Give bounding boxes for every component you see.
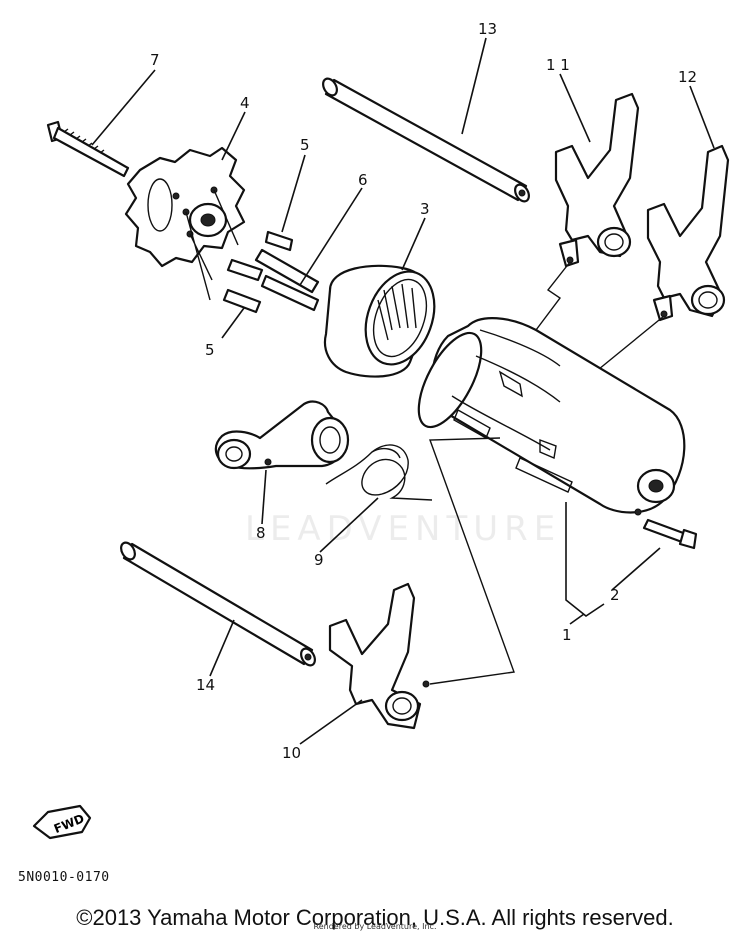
leader-7 xyxy=(91,69,156,146)
alignment-lines xyxy=(185,189,239,301)
leader-5-bottom xyxy=(221,307,245,339)
callout-13: 13 xyxy=(478,20,497,38)
part-7-bolt xyxy=(46,120,130,178)
callout-7: 7 xyxy=(150,51,160,69)
rendered-by-notice: Rendered by LeadVenture, Inc. xyxy=(313,922,437,931)
leader-11 xyxy=(559,73,591,143)
leader-9 xyxy=(319,497,379,553)
callout-11: 1 1 xyxy=(546,56,570,74)
leader-14 xyxy=(209,619,235,677)
fork-11-link xyxy=(529,261,571,339)
bracket-1 xyxy=(565,502,605,617)
callout-12: 12 xyxy=(678,68,697,86)
leader-2 xyxy=(611,547,661,591)
part-10-fork xyxy=(328,582,430,730)
callout-8: 8 xyxy=(256,524,266,542)
part-6-pin xyxy=(254,248,320,312)
part-11-fork xyxy=(554,92,640,268)
callout-3: 3 xyxy=(420,200,430,218)
leader-4 xyxy=(221,111,246,161)
part-8-lever xyxy=(214,400,350,470)
callout-1: 1 xyxy=(562,626,572,644)
copyright-notice: ©2013 Yamaha Motor Corporation, U.S.A. A… xyxy=(76,905,674,930)
watermark: LEADVENTURE xyxy=(245,509,561,549)
callout-5-bottom: 5 xyxy=(205,341,215,359)
part-5-pins xyxy=(222,230,294,314)
leader-3 xyxy=(401,217,426,271)
fork-10-link xyxy=(429,437,515,685)
callout-5-top: 5 xyxy=(300,136,310,154)
part-12-fork xyxy=(646,144,730,322)
part-13-shaft xyxy=(322,77,530,203)
forward-arrow-icon: FWD xyxy=(32,804,92,840)
part-shift-drum xyxy=(417,317,686,516)
leader-13 xyxy=(461,37,487,135)
leader-5-top xyxy=(281,154,306,233)
leader-12 xyxy=(689,85,715,149)
part-4-segment xyxy=(124,146,246,268)
callout-9: 9 xyxy=(314,551,324,569)
part-14-shaft xyxy=(120,541,316,667)
leader-1 xyxy=(569,613,585,625)
part-3-bearing xyxy=(323,264,436,378)
leader-6 xyxy=(299,187,363,286)
callout-14: 14 xyxy=(196,676,215,694)
callout-2: 2 xyxy=(610,586,620,604)
part-9-spring xyxy=(325,444,433,501)
leader-10 xyxy=(299,699,363,745)
leader-8 xyxy=(261,469,267,525)
callout-10: 10 xyxy=(282,744,301,762)
reference-code: 5N0010-0170 xyxy=(18,870,110,885)
callout-4: 4 xyxy=(240,94,250,112)
callout-6: 6 xyxy=(358,171,368,189)
part-2-screw xyxy=(642,518,698,550)
